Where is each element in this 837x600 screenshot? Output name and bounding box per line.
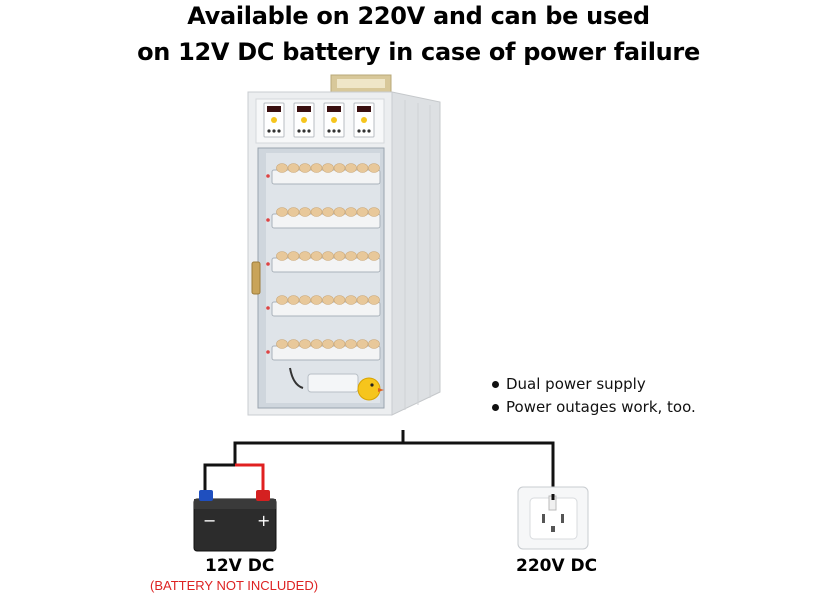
egg-icon <box>287 207 300 217</box>
main-wire <box>233 441 555 494</box>
egg-icon <box>310 295 323 305</box>
egg-icon <box>276 207 288 217</box>
wall-outlet-icon <box>517 486 589 550</box>
egg-icon <box>287 251 300 261</box>
battery-label: 12V DC <box>205 556 275 576</box>
egg-icon <box>333 251 346 261</box>
egg-icon <box>322 251 334 261</box>
egg-tray <box>266 295 381 317</box>
feature-list: Dual power supply Power outages work, to… <box>492 373 696 419</box>
egg-icon <box>287 339 300 349</box>
egg-icon <box>356 207 369 217</box>
egg-icon <box>368 339 380 349</box>
egg-icon <box>310 207 323 217</box>
power-wiring <box>203 430 555 497</box>
negative-terminal <box>199 490 213 501</box>
egg-tray <box>266 207 381 229</box>
feature-item: Power outages work, too. <box>492 396 696 419</box>
egg-icon <box>287 295 300 305</box>
incubator-image <box>247 74 441 416</box>
bullet-icon <box>492 404 499 411</box>
egg-icon <box>299 295 311 305</box>
chick-mascot-icon <box>357 377 384 401</box>
egg-icon <box>276 339 288 349</box>
egg-icon <box>345 295 357 305</box>
egg-icon <box>368 207 380 217</box>
negative-wire <box>203 463 235 497</box>
egg-icon <box>287 163 300 173</box>
egg-icon <box>333 295 346 305</box>
egg-tray <box>266 163 381 185</box>
egg-icon <box>345 163 357 173</box>
egg-icon <box>310 163 323 173</box>
egg-icon <box>333 163 346 173</box>
egg-icon <box>322 207 334 217</box>
feature-text: Dual power supply <box>506 375 646 393</box>
feature-item: Dual power supply <box>492 373 696 396</box>
egg-icon <box>333 339 346 349</box>
egg-icon <box>310 251 323 261</box>
egg-icon <box>345 251 357 261</box>
controller-display <box>293 102 315 138</box>
egg-icon <box>299 339 311 349</box>
egg-icon <box>345 207 357 217</box>
battery-icon: − + <box>193 490 277 552</box>
egg-icon <box>276 163 288 173</box>
egg-icon <box>356 163 369 173</box>
plus-symbol: + <box>257 511 270 530</box>
egg-icon <box>310 339 323 349</box>
egg-icon <box>368 295 380 305</box>
egg-icon <box>356 295 369 305</box>
bullet-icon <box>492 381 499 388</box>
egg-icon <box>333 207 346 217</box>
egg-icon <box>299 207 311 217</box>
egg-icon <box>322 163 334 173</box>
egg-icon <box>356 339 369 349</box>
outlet-label: 220V DC <box>516 556 598 576</box>
egg-tray <box>266 339 381 361</box>
egg-icon <box>276 251 288 261</box>
controller-display <box>323 102 345 138</box>
positive-wire <box>235 463 265 497</box>
headline-line-1: Available on 220V and can be used <box>187 2 650 30</box>
headline-line-2: on 12V DC battery in case of power failu… <box>137 38 700 66</box>
egg-icon <box>322 295 334 305</box>
egg-icon <box>368 251 380 261</box>
battery-note: (BATTERY NOT INCLUDED) <box>150 578 319 593</box>
egg-icon <box>345 339 357 349</box>
feature-text: Power outages work, too. <box>506 398 696 416</box>
egg-icon <box>299 163 311 173</box>
egg-tray <box>266 251 381 273</box>
minus-symbol: − <box>203 511 216 530</box>
egg-icon <box>356 251 369 261</box>
controller-display <box>353 102 375 138</box>
controller-displays <box>263 102 375 138</box>
egg-icon <box>276 295 288 305</box>
egg-icon <box>322 339 334 349</box>
controller-display <box>263 102 285 138</box>
egg-icon <box>299 251 311 261</box>
egg-icon <box>368 163 380 173</box>
positive-terminal <box>256 490 270 501</box>
egg-trays <box>266 163 381 361</box>
